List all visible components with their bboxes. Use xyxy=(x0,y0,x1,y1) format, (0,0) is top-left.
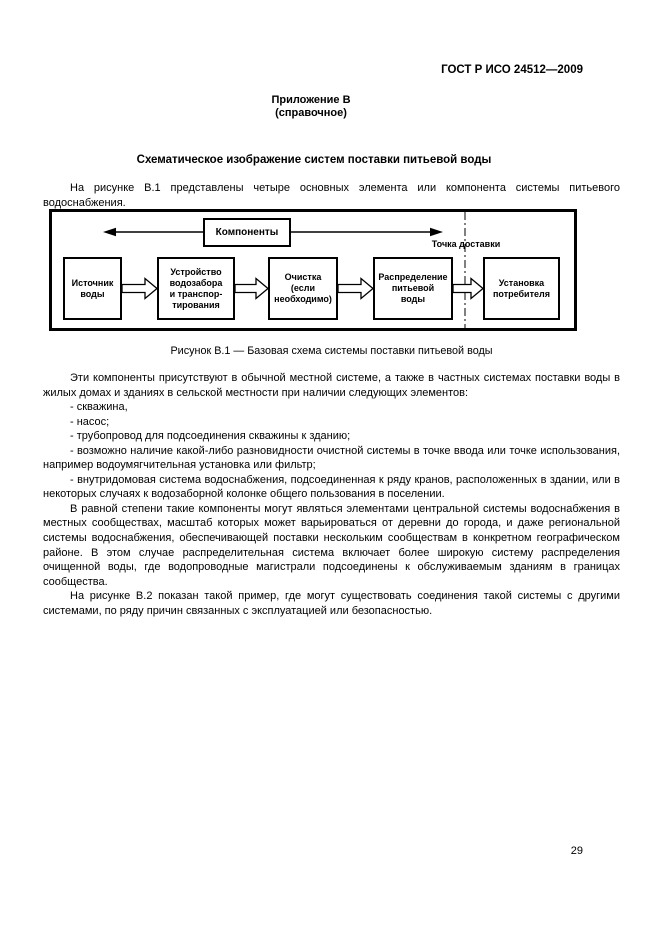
paragraph: Эти компоненты присутствуют в обычной ме… xyxy=(43,372,620,399)
list-item: - скважина, xyxy=(70,401,128,414)
list-item: - трубопровод для подсоединения скважины… xyxy=(70,430,351,443)
annex-heading: Приложение В (справочное) xyxy=(0,94,622,120)
figure-box-intake-transport: Устройство водозабора и транспор- тирова… xyxy=(157,257,235,320)
body-text: Эти компоненты присутствуют в обычной ме… xyxy=(43,371,620,618)
annex-title: Приложение В xyxy=(271,94,351,106)
list-item: - внутридомовая система водоснабжения, п… xyxy=(43,473,620,501)
figure-caption: Рисунок В.1 — Базовая схема системы пост… xyxy=(170,345,493,357)
left-arrowhead-icon xyxy=(103,227,116,237)
figure-box-consumer-installation: Установка потребителя xyxy=(483,257,560,320)
right-arrowhead-icon xyxy=(430,227,443,237)
delivery-point-label: Точка доставки xyxy=(431,239,501,249)
flow-arrow-icon xyxy=(337,277,375,300)
doc-code: ГОСТ Р ИСО 24512—2009 xyxy=(441,64,583,76)
components-box: Компоненты xyxy=(203,218,291,247)
figure-box-treatment: Очистка (если необходимо) xyxy=(268,257,338,320)
figure-box-distribution: Распределение питьевой воды xyxy=(373,257,453,320)
figure-arrows-layer xyxy=(103,212,485,328)
flow-arrow-icon xyxy=(452,277,485,300)
figure-b1-diagram: Компоненты Точка доставки Источник воды … xyxy=(49,209,577,331)
list-item: - насос; xyxy=(70,415,110,428)
list-item: - возможно наличие какой-либо разновидно… xyxy=(43,444,620,472)
page-number: 29 xyxy=(570,845,583,857)
paragraph: В равной степени такие компоненты могут … xyxy=(43,502,620,588)
annex-type: (справочное) xyxy=(275,107,347,119)
flow-arrow-icon xyxy=(234,277,270,300)
figure-box-water-source: Источник воды xyxy=(63,257,122,320)
section-title: Схематическое изображение систем поставк… xyxy=(136,154,492,166)
paragraph: На рисунке В.2 показан такой пример, где… xyxy=(43,590,620,617)
flow-arrow-icon xyxy=(121,277,159,300)
intro-paragraph: На рисунке В.1 представлены четыре основ… xyxy=(43,182,620,209)
